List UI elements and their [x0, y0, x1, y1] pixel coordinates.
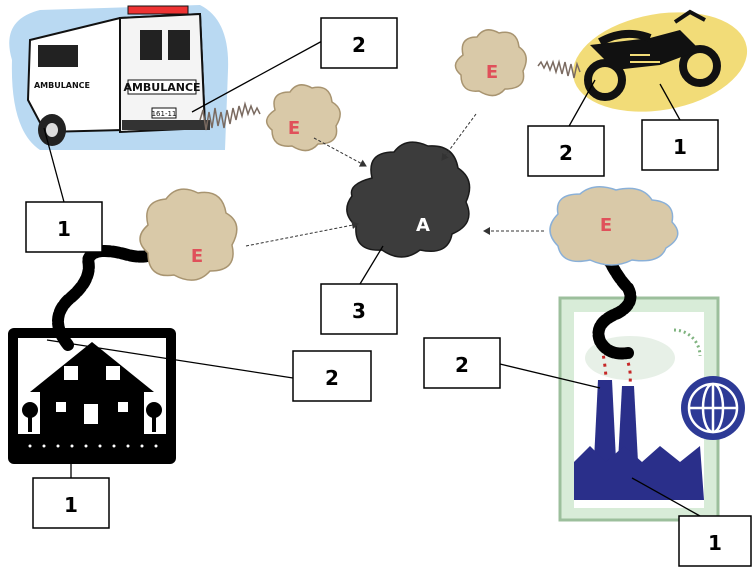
- label-number: 1: [673, 135, 687, 159]
- label-box-ambulance-emission: 2: [320, 17, 398, 69]
- label-number: 3: [352, 299, 366, 323]
- label-box-house-emission: 2: [292, 350, 372, 402]
- emission-letter: E: [288, 118, 300, 139]
- ambulance-illustration: AMBULANCE AMBULANCE 161-11: [9, 5, 229, 150]
- arrow-motorcycle-to-atmosphere: [441, 113, 477, 161]
- ambulance-side-text: AMBULANCE: [34, 81, 90, 90]
- label-box-factory-source: 1: [678, 515, 752, 567]
- emission-letter: E: [486, 62, 498, 83]
- emission-cloud-house: E: [139, 188, 238, 281]
- atmosphere-letter: A: [416, 215, 430, 236]
- emission-cloud-motorcycle: E: [454, 29, 527, 97]
- house-smoke: [52, 244, 169, 351]
- house-illustration: [8, 328, 176, 464]
- emission-cloud-factory: E: [549, 186, 679, 266]
- emission-cloud-ambulance: E: [266, 84, 341, 152]
- label-box-factory-emission: 2: [423, 337, 501, 389]
- label-number: 2: [455, 353, 469, 377]
- ambulance-exhaust: [199, 101, 261, 131]
- ambulance-rear-text: AMBULANCE: [123, 81, 200, 94]
- label-box-motorcycle-source: 1: [641, 119, 719, 171]
- motorcycle-illustration: [572, 9, 748, 112]
- leader-lines: [43, 39, 701, 517]
- label-number: 2: [559, 141, 573, 165]
- label-box-house-source: 1: [32, 477, 110, 529]
- emission-letter: E: [191, 246, 203, 267]
- label-number: 1: [57, 217, 71, 241]
- label-number: 2: [352, 33, 366, 57]
- label-box-motorcycle-emission: 2: [527, 125, 605, 177]
- label-box-atmosphere: 3: [320, 283, 398, 335]
- ambulance-plate-text: 161-11: [152, 110, 177, 118]
- label-number: 2: [325, 366, 339, 390]
- label-number: 1: [64, 493, 78, 517]
- label-number: 1: [708, 531, 722, 555]
- atmosphere-cloud: A: [346, 141, 471, 258]
- emission-letter: E: [600, 215, 612, 236]
- motorcycle-exhaust: [537, 59, 581, 79]
- factory-smoke: [592, 252, 637, 360]
- label-box-ambulance-source: 1: [25, 201, 103, 253]
- arrow-house-to-atmosphere: [245, 221, 359, 247]
- globe-icon: [681, 376, 745, 440]
